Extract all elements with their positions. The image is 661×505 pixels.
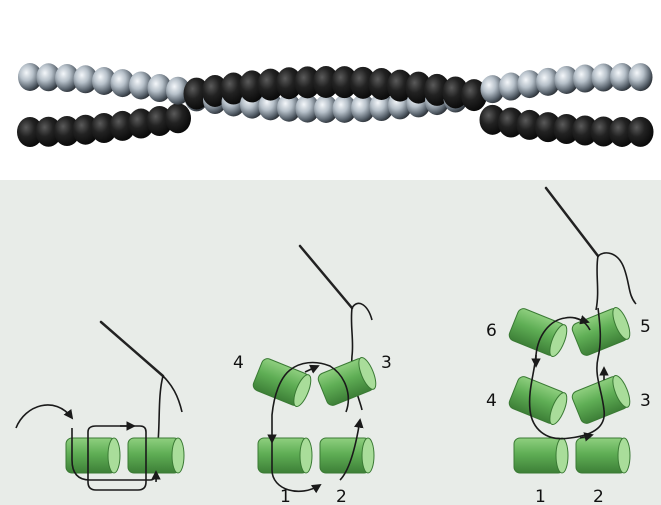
bead-step3-5 <box>570 305 633 357</box>
step-2-diagram: 4 3 1 2 <box>233 246 392 505</box>
label-step3-3: 3 <box>640 391 651 411</box>
clear-bead <box>629 63 653 91</box>
bead-strand-photo <box>0 0 661 180</box>
bead-step3-4 <box>507 375 570 427</box>
bead-step2-4 <box>251 357 314 409</box>
thread-step-1-in <box>16 405 72 428</box>
bead-strand <box>17 63 654 147</box>
bead-step2-1 <box>258 438 312 473</box>
label-step2-2: 2 <box>336 487 347 505</box>
label-step3-2: 2 <box>593 487 604 505</box>
bead-step1-2 <box>128 438 184 473</box>
thread-step-3-tail <box>596 253 636 310</box>
needle-step-3 <box>546 188 598 256</box>
needle-step-2 <box>300 246 352 308</box>
step-3-diagram: 6 5 4 3 1 2 <box>486 188 651 505</box>
label-step2-4: 4 <box>233 353 244 373</box>
stitch-diagram-panel: 4 3 1 2 <box>0 180 661 505</box>
black-bead <box>628 117 654 147</box>
label-step3-4: 4 <box>486 391 497 411</box>
bead-strand-illustration <box>0 0 661 180</box>
step-1-diagram <box>16 322 184 490</box>
label-step3-5: 5 <box>640 317 651 337</box>
bead-step3-2 <box>576 438 630 473</box>
label-step3-6: 6 <box>486 321 497 341</box>
black-bead <box>165 103 191 133</box>
stitch-diagram: 4 3 1 2 <box>0 180 661 505</box>
bead-step1-1 <box>66 438 120 473</box>
needle-step-1 <box>101 322 163 376</box>
label-step3-1: 1 <box>535 487 546 505</box>
bead-step3-6 <box>507 307 570 359</box>
label-step2-3: 3 <box>381 353 392 373</box>
label-step2-1: 1 <box>280 487 291 505</box>
bead-step3-1 <box>514 438 568 473</box>
